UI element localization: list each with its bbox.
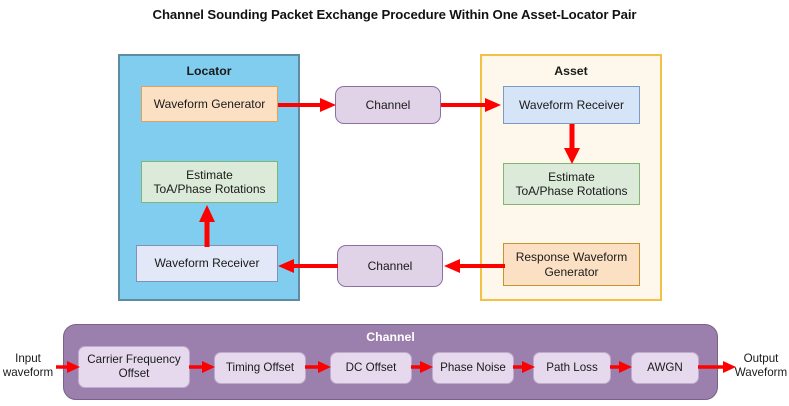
input-waveform-line1: Input	[15, 352, 41, 365]
page-title: Channel Sounding Packet Exchange Procedu…	[152, 7, 637, 22]
arrow-channel-to-locator-receiver	[276, 257, 338, 275]
channel-reverse-box: Channel	[337, 245, 443, 287]
locator-estimate-line1: Estimate	[186, 167, 233, 182]
asset-waveform-receiver-box: Waveform Receiver	[503, 86, 640, 124]
locator-title: Locator	[186, 64, 232, 78]
asset-estimate-line2: ToA/Phase Rotations	[515, 184, 628, 198]
locator-waveform-generator-box: Waveform Generator	[141, 86, 278, 122]
locator-waveform-generator-label: Waveform Generator	[153, 96, 266, 111]
arrow-locator-receiver-to-estimate	[198, 203, 216, 247]
asset-title: Asset	[554, 64, 588, 78]
arrow-asset-receiver-to-estimate	[563, 124, 581, 166]
arrow-path-loss-to-awgn	[610, 359, 634, 375]
arrow-phase-noise-to-path-loss	[513, 359, 537, 375]
asset-response-generator-line2: Generator	[544, 264, 599, 279]
output-waveform-line2: Waveform	[734, 366, 788, 380]
channel-forward-label: Channel	[365, 97, 411, 112]
pipeline-stage-path-loss: Path Loss	[533, 352, 611, 384]
channel-forward-box: Channel	[335, 86, 441, 124]
arrow-cfo-to-timing-offset	[189, 359, 217, 375]
arrow-input-to-cfo	[56, 359, 82, 375]
pipeline-stage-timing-offset: Timing Offset	[214, 352, 306, 384]
pipeline-stage-phase-noise: Phase Noise	[432, 352, 514, 384]
arrow-asset-respgen-to-channel	[441, 257, 505, 275]
pipeline-stage-dc-offset-label: DC Offset	[345, 361, 397, 375]
pipeline-stage-0-line1: Carrier Frequency	[87, 353, 181, 367]
pipeline-stage-0-line2: Offset	[118, 367, 150, 380]
pipeline-stage-phase-noise-label: Phase Noise	[440, 361, 506, 375]
pipeline-stage-timing-offset-label: Timing Offset	[225, 361, 295, 375]
asset-estimate-line1: Estimate	[548, 169, 595, 184]
channel-reverse-label: Channel	[367, 258, 413, 273]
output-waveform-label: Output Waveform	[733, 352, 789, 381]
locator-waveform-receiver-box: Waveform Receiver	[136, 245, 278, 282]
output-waveform-line1: Output	[743, 352, 779, 365]
locator-estimate-line2: ToA/Phase Rotations	[153, 182, 266, 196]
channel-pipeline-title: Channel	[366, 330, 415, 344]
arrow-channel-to-asset-receiver	[441, 96, 505, 114]
locator-waveform-receiver-label: Waveform Receiver	[154, 256, 260, 271]
input-waveform-label: Input waveform	[0, 352, 56, 381]
pipeline-stage-path-loss-label: Path Loss	[546, 361, 598, 375]
pipeline-stage-dc-offset: DC Offset	[330, 352, 412, 384]
arrow-timing-offset-to-dc-offset	[305, 359, 333, 375]
pipeline-stage-awgn-label: AWGN	[647, 361, 683, 375]
arrow-dc-offset-to-phase-noise	[411, 359, 435, 375]
asset-waveform-receiver-label: Waveform Receiver	[519, 97, 624, 112]
input-waveform-line2: waveform	[2, 366, 54, 380]
arrow-locator-gen-to-channel	[278, 96, 340, 114]
pipeline-stage-awgn: AWGN	[631, 352, 699, 384]
arrow-awgn-to-output	[698, 359, 738, 375]
asset-response-generator-line1: Response Waveform	[515, 250, 628, 265]
